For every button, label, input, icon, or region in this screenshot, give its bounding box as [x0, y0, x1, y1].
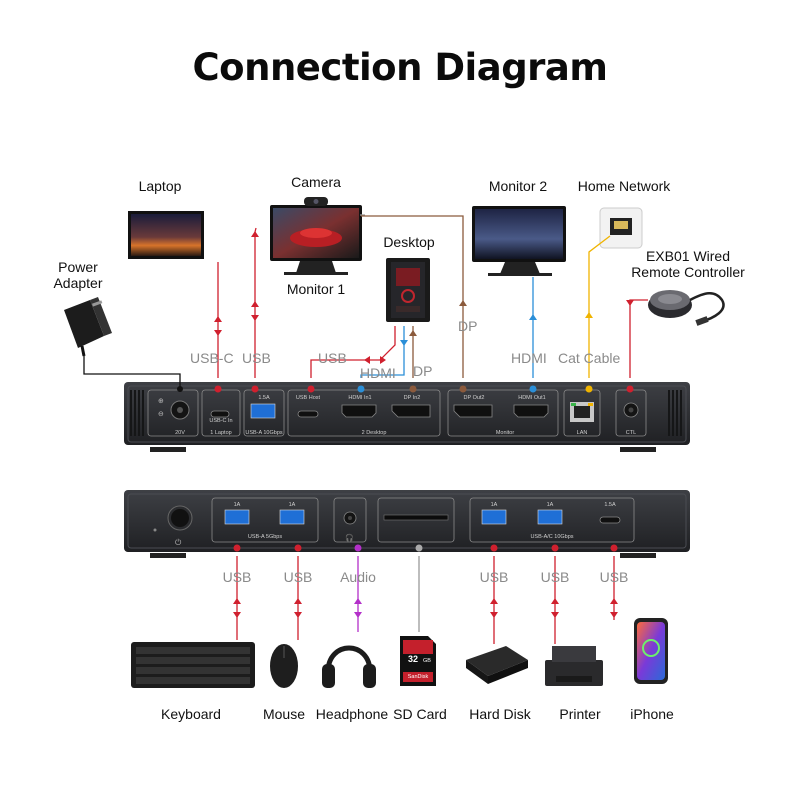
- cable-label-audio: Audio: [340, 569, 376, 585]
- cable-label-usb-laptop: USB: [242, 350, 271, 366]
- port-label-hdmi-in1: HDMI In1: [348, 395, 372, 401]
- monitor2-label: Monitor 2: [488, 178, 548, 194]
- mouse-label: Mouse: [262, 706, 306, 722]
- cable-label-hdmi-monitor2: HDMI: [511, 350, 547, 366]
- page-title: Connection Diagram: [192, 46, 608, 89]
- power-label-line2: Adapter: [53, 275, 103, 291]
- desktop-label: Desktop: [383, 234, 435, 250]
- remote-controller-icon: [648, 290, 725, 326]
- keyboard-label: Keyboard: [161, 706, 221, 722]
- power-label-line1: Power: [58, 259, 98, 275]
- port-label-laptop-group: 1 Laptop: [210, 430, 232, 436]
- port-label-ctl: CTL: [625, 430, 637, 436]
- port-label-front-1a-4: 1A: [546, 502, 554, 508]
- cable-label-usb1: USB: [222, 569, 252, 585]
- cable-label-cat: Cat Cable: [558, 350, 621, 366]
- port-label-usba-10: USB-A 10Gbps: [245, 430, 283, 436]
- remote-label-line2: Remote Controller: [631, 264, 745, 280]
- hard-disk-icon: [466, 646, 528, 684]
- sd-card-icon: [400, 636, 436, 686]
- sd-card-brand: SanDisk: [407, 674, 429, 680]
- svg-text:⏻: ⏻: [175, 538, 182, 547]
- port-label-front-1a-3: 1A: [490, 502, 498, 508]
- svg-text:🎧: 🎧: [345, 533, 354, 542]
- printer-icon: [545, 646, 603, 686]
- camera-icon: [304, 197, 328, 206]
- cable-label-usb5: USB: [599, 569, 629, 585]
- remote-label-line1: EXB01 Wired: [645, 248, 731, 264]
- cable-arrows-back: [177, 231, 634, 393]
- headphone-label: Headphone: [315, 706, 389, 722]
- port-label-usbc-in: USB-C In: [209, 418, 233, 424]
- sd-card-capacity: 32: [407, 654, 418, 664]
- cable-label-usbc: USB-C: [190, 350, 234, 366]
- sd-card-label: SD Card: [393, 706, 447, 722]
- network-jack-icon: [599, 207, 643, 249]
- port-label-front-1a-2: 1A: [288, 502, 296, 508]
- port-label-front-15a: 1.5A: [604, 502, 616, 508]
- sd-card-unit: GB: [423, 658, 431, 664]
- cable-label-usb2: USB: [283, 569, 313, 585]
- monitor2-icon: [472, 206, 566, 276]
- port-label-desktop-group: 2 Desktop: [361, 430, 387, 436]
- cable-label-dp-desktop: DP: [413, 363, 433, 379]
- mouse-icon: [270, 644, 298, 688]
- iphone-icon: [634, 618, 668, 684]
- port-label-front-1a-1: 1A: [233, 502, 241, 508]
- port-label-usba-5: USB-A 5Gbps: [247, 534, 283, 540]
- svg-text:⊕: ⊕: [158, 397, 164, 405]
- camera-label: Camera: [291, 174, 341, 190]
- monitor1-label: Monitor 1: [286, 281, 346, 297]
- port-label-dp-in2: DP In2: [403, 395, 421, 401]
- printer-label: Printer: [559, 706, 601, 722]
- svg-text:⊖: ⊖: [158, 410, 164, 418]
- port-label-voltage: 20V: [175, 430, 185, 436]
- hard-disk-label: Hard Disk: [469, 706, 531, 722]
- laptop-icon: [128, 211, 204, 259]
- port-label-usbac-10: USB-A/C 10Gbps: [530, 534, 574, 540]
- port-label-monitor-group: Monitor: [495, 430, 515, 436]
- cable-label-hdmi-desktop: HDMI: [360, 365, 396, 381]
- iphone-label: iPhone: [630, 706, 674, 722]
- monitor1-icon: [270, 205, 362, 275]
- cable-label-usb4: USB: [540, 569, 570, 585]
- cable-arrows-front: [233, 544, 618, 618]
- dock-back-panel: ⊕ ⊖: [124, 382, 690, 452]
- cable-label-dp-monitor1: DP: [458, 318, 478, 334]
- keyboard-icon: [131, 642, 255, 688]
- power-adapter-icon: [64, 297, 112, 357]
- port-label-lan: LAN: [576, 430, 588, 436]
- cable-label-usb3: USB: [479, 569, 509, 585]
- dock-front-panel: ⏻ 🎧: [124, 490, 690, 558]
- desktop-icon: [386, 258, 430, 322]
- port-label-dp-out2: DP Out2: [463, 395, 485, 401]
- port-label-usb-host: USB Host: [295, 395, 321, 401]
- home-network-label: Home Network: [577, 178, 671, 194]
- headphone-icon: [322, 645, 376, 688]
- port-label-usba-15: 1.5A: [258, 395, 270, 401]
- cable-label-usb-desktop: USB: [318, 350, 347, 366]
- port-label-hdmi-out1: HDMI Out1: [518, 395, 546, 401]
- laptop-label: Laptop: [138, 178, 182, 194]
